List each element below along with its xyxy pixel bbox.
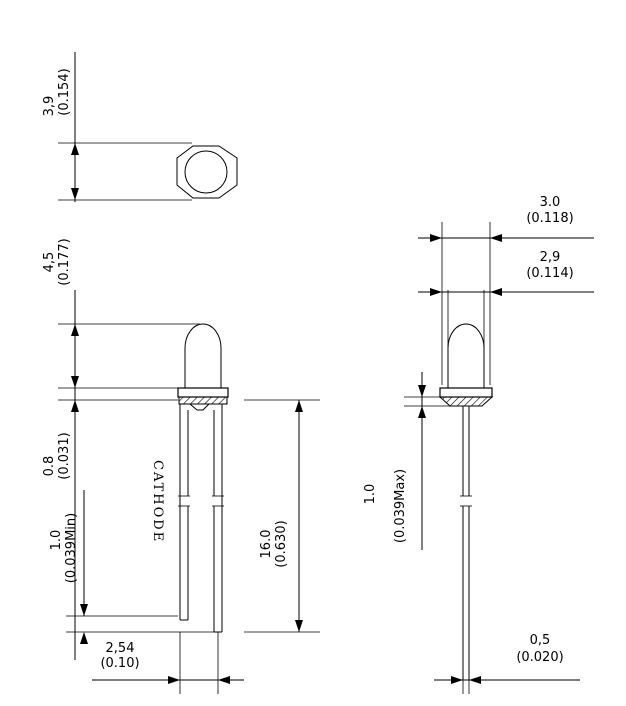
lead-width-alt: (0.020) [516,650,563,665]
front-view [58,290,320,694]
side-lens [447,323,485,388]
led-leads [178,404,224,633]
side-flange-hatch [438,396,494,407]
top-diameter-alt: (0.154) [57,68,72,115]
top-view [58,52,238,202]
lead-spacing-alt: (0.10) [100,656,139,671]
led-flange-hatch [178,396,228,405]
flange-outline-octagon [176,145,238,199]
lens-width-alt: (0.114) [526,266,573,281]
side-view [404,222,594,694]
flange-width-value: 3.0 [540,195,561,210]
cathode-label: CATHODE [150,460,165,543]
lead-length-value: 16.0 [259,530,274,559]
led-flange [177,387,229,398]
lens-outline-circle [184,150,228,194]
lead-length-alt: (0.630) [274,520,289,567]
top-diameter-value: 3,9 [42,96,57,117]
flange-max-value: 1.0 [363,484,378,505]
flange-max-alt: (0.039Max) [393,469,408,543]
flange-height-value: 0.8 [42,456,57,477]
led-lens [184,323,222,388]
lens-height-alt: (0.177) [57,238,72,285]
lead-min-value: 1.0 [49,530,64,551]
lens-height-value: 4,5 [42,252,57,273]
lens-width-value: 2,9 [540,250,561,265]
flange-height-alt: (0.031) [57,432,72,479]
flange-width-alt: (0.118) [526,211,573,226]
lead-min-alt: (0.039Min) [64,513,79,583]
side-flange [439,387,493,398]
lead-width-value: 0,5 [530,633,551,648]
lead-spacing-value: 2,54 [106,641,135,656]
